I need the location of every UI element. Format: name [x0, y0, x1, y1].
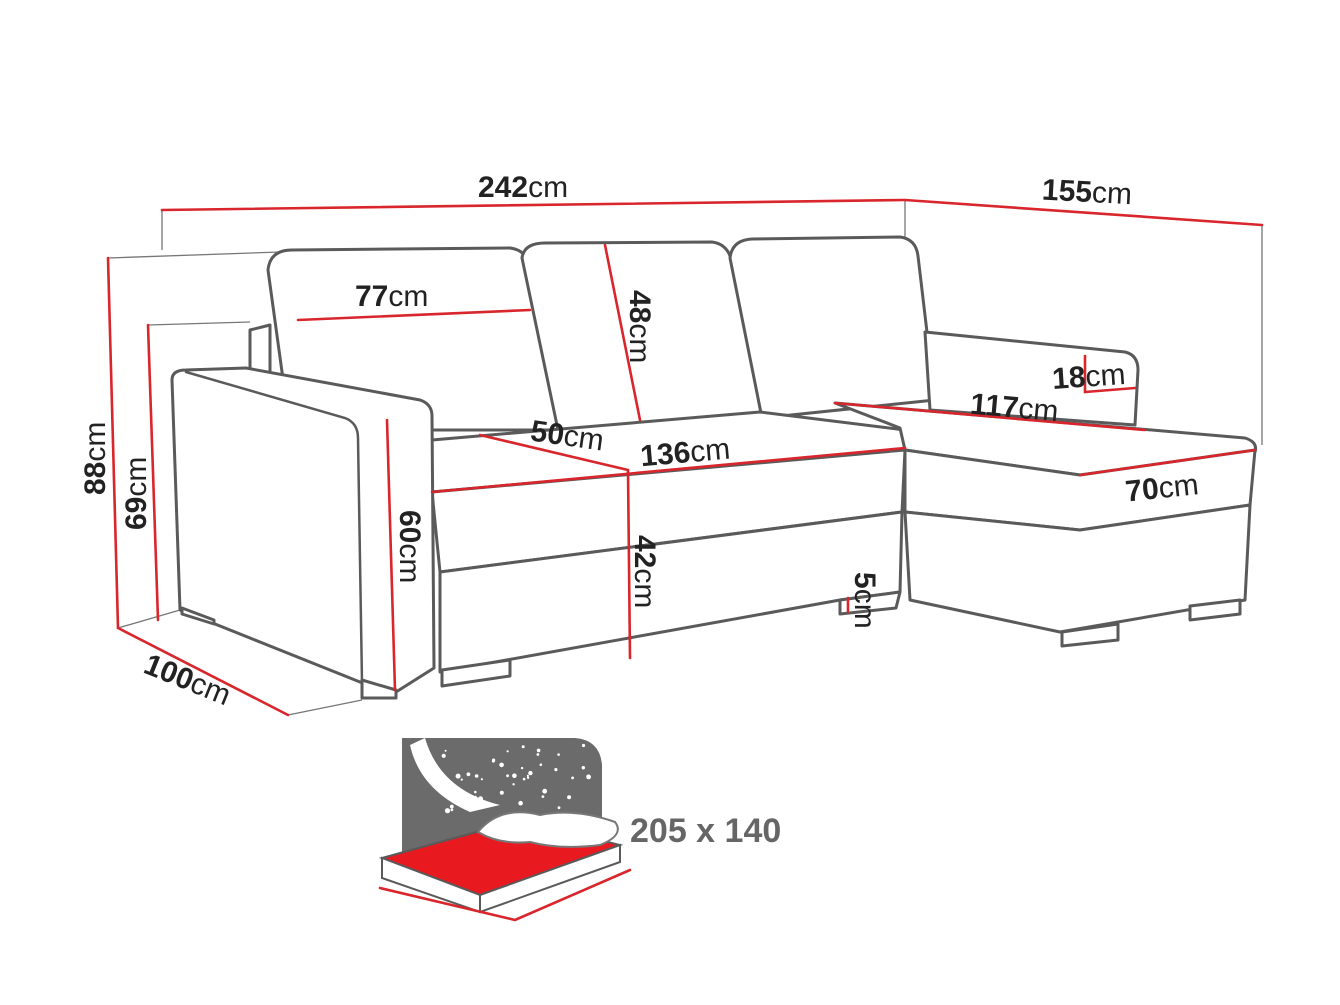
label-70: 70cm [1124, 468, 1200, 508]
foot [360, 678, 398, 700]
label-50: 50cm [529, 415, 606, 458]
star [512, 773, 517, 778]
moon-curve [410, 738, 500, 812]
bed-icon: 205 x 140 [378, 738, 781, 922]
star [473, 801, 476, 805]
star [567, 795, 572, 800]
star [506, 750, 509, 753]
dimension-lines [106, 198, 1264, 717]
foot [838, 590, 902, 616]
label-18: 18cm [1051, 358, 1126, 396]
dim-line-242 [160, 198, 907, 212]
star [480, 778, 483, 781]
star [536, 748, 541, 753]
star [539, 763, 543, 766]
star [541, 795, 545, 798]
label-242: 242cm [478, 171, 568, 204]
dim-line-18 [1083, 354, 1137, 394]
label-117: 117cm [969, 388, 1060, 429]
dim-line-77 [296, 308, 532, 322]
label-100: 100cm [139, 648, 235, 712]
star [450, 808, 454, 812]
star [444, 749, 447, 752]
star [581, 743, 586, 748]
label-5: 5cm [848, 572, 881, 629]
back-left-panel [248, 323, 272, 374]
label-136: 136cm [639, 433, 732, 474]
foot [180, 606, 216, 626]
dim-line-42 [626, 468, 632, 660]
star [466, 772, 471, 777]
dim-line-88 [106, 256, 120, 630]
star [528, 770, 533, 776]
dim-line-70 [1078, 448, 1257, 477]
dim-line-50 [478, 433, 630, 472]
star [586, 774, 591, 780]
dimension-labels: 242cm 155cm 77cm 48cm 18cm 117cm 50cm 13… [79, 171, 1200, 712]
label-42: 42cm [628, 535, 661, 608]
dim-line-117 [833, 401, 1147, 432]
dim-line-69 [146, 323, 160, 622]
star [439, 787, 442, 790]
star [474, 795, 477, 799]
left-armrest [170, 366, 436, 694]
dim-line-136 [430, 446, 907, 494]
left-armrest-edge [184, 370, 364, 684]
mattress-front [479, 843, 621, 914]
star [474, 774, 479, 778]
label-48: 48cm [623, 290, 656, 363]
foot [440, 658, 512, 688]
stars [439, 743, 591, 814]
star [444, 808, 451, 814]
foot [1060, 622, 1120, 648]
bed-dimension-arrow [378, 868, 632, 922]
star [581, 766, 585, 770]
label-77: 77cm [355, 280, 428, 313]
star [512, 783, 515, 786]
star [520, 766, 524, 770]
star [506, 774, 509, 778]
star [460, 778, 463, 781]
label-60: 60cm [393, 510, 426, 583]
star [522, 777, 526, 781]
star [536, 753, 540, 756]
back-cushion-right [728, 235, 937, 420]
dim-line-155 [903, 198, 1264, 227]
dim-line-48 [603, 243, 642, 422]
extension-lines [107, 200, 1263, 716]
dim-line-100 [116, 626, 290, 717]
star [455, 773, 461, 779]
sleeping-area-label: 205 x 140 [630, 812, 781, 850]
star [474, 790, 477, 794]
star [499, 762, 504, 768]
star [526, 776, 530, 779]
label-88: 88cm [79, 422, 112, 495]
star [491, 759, 495, 763]
star [449, 804, 454, 809]
star [526, 774, 530, 778]
star [554, 768, 558, 772]
chaise-base [903, 503, 1252, 634]
star [441, 753, 446, 758]
star [478, 796, 483, 802]
label-155: 155cm [1041, 174, 1133, 212]
dim-line-60 [385, 418, 397, 692]
foot [1188, 598, 1242, 622]
star [557, 753, 560, 756]
star [571, 776, 574, 780]
star [557, 806, 561, 810]
label-69: 69cm [120, 457, 153, 530]
pillows [476, 811, 619, 848]
star [542, 788, 548, 794]
star [518, 800, 523, 806]
star [499, 790, 504, 795]
sofa-outline [170, 235, 1257, 700]
star [521, 745, 525, 749]
